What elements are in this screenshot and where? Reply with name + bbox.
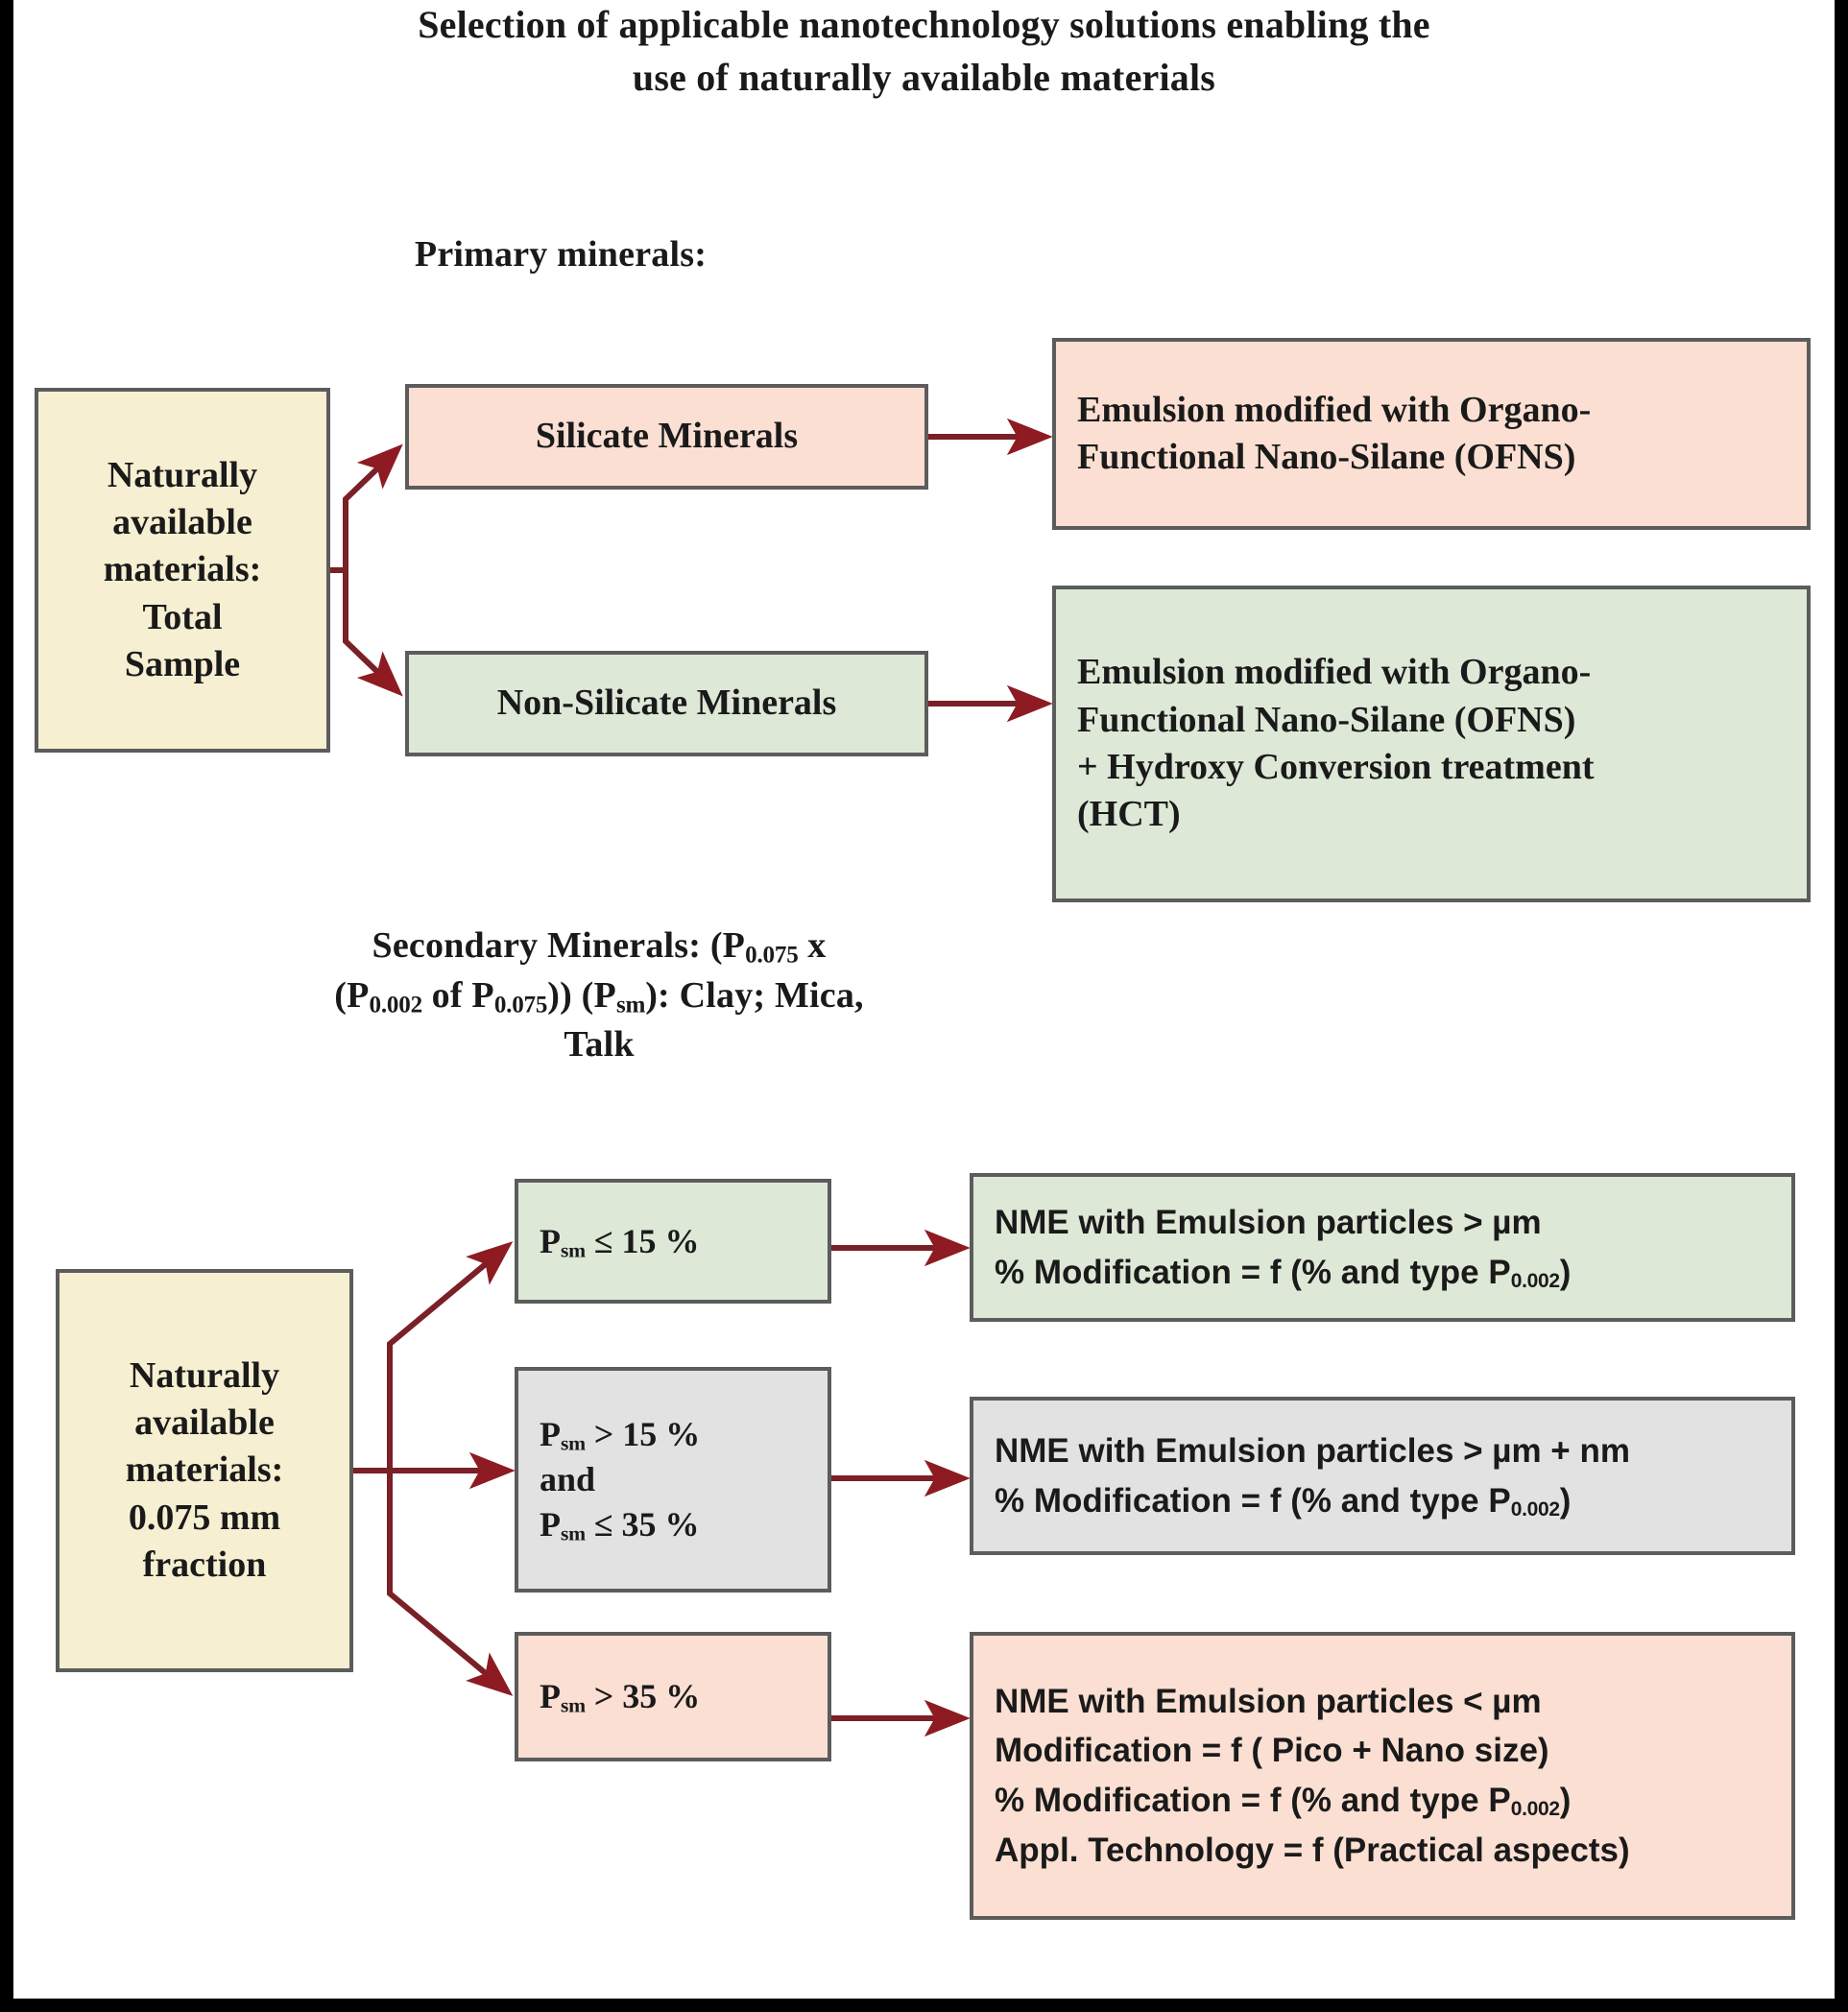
box-nme-lt-micron[interactable]: NME with Emulsion particles < µm Modific… <box>970 1632 1795 1920</box>
box-line: (HCT) <box>1077 794 1181 835</box>
box-line: Emulsion modified with Organo- <box>1077 389 1592 430</box>
result-line: % Modification = f (% and type P0.002) <box>995 1481 1572 1521</box>
result-line: Modification = f ( Pico + Nano size) <box>995 1732 1549 1770</box>
condition-line: Psm > 15 % <box>540 1415 701 1455</box>
condition-line: Psm > 35 % <box>540 1677 701 1717</box>
box-line: materials: <box>125 1449 284 1491</box>
title-line-1: Selection of applicable nanotechnology s… <box>418 3 1430 46</box>
box-condition-psm-15-to-35[interactable]: Psm > 15 % and Psm ≤ 35 % <box>515 1367 831 1593</box>
box-line: available <box>112 501 252 542</box>
box-naturally-available-0075-fraction[interactable]: Naturally available materials: 0.075 mm … <box>56 1269 353 1672</box>
page-title: Selection of applicable nanotechnology s… <box>13 0 1835 104</box>
box-line: Total <box>142 596 223 637</box>
box-line: available <box>134 1401 275 1443</box>
box-line: fraction <box>142 1545 267 1586</box>
box-condition-psm-le-15[interactable]: Psm ≤ 15 % <box>515 1179 831 1304</box>
result-line: NME with Emulsion particles > µm + nm <box>995 1431 1630 1470</box>
sec-l2-d: )) <box>547 974 572 1016</box>
box-line: + Hydroxy Conversion treatment <box>1077 747 1595 787</box>
result-line: NME with Emulsion particles < µm <box>995 1682 1542 1720</box>
box-line: Emulsion modified with Organo- <box>1077 652 1592 693</box>
box-emulsion-ofns[interactable]: Emulsion modified with Organo- Functiona… <box>1052 338 1811 530</box>
sec-l2-c: of P <box>421 974 494 1016</box>
box-condition-psm-gt-35[interactable]: Psm > 35 % <box>515 1632 831 1761</box>
secondary-label-line-1: Secondary Minerals: <box>372 925 702 966</box>
sec-l3-a: (P <box>581 974 616 1016</box>
box-nme-gt-micron-plus-nm[interactable]: NME with Emulsion particles > µm + nm % … <box>970 1397 1795 1555</box>
result-line: NME with Emulsion particles > µm <box>995 1203 1542 1241</box>
box-line: 0.075 mm <box>128 1497 281 1538</box>
box-line: materials: <box>103 549 262 590</box>
condition-line: Psm ≤ 35 % <box>540 1504 700 1545</box>
box-line: Functional Nano-Silane (OFNS) <box>1077 437 1576 477</box>
box-line: Functional Nano-Silane (OFNS) <box>1077 699 1576 740</box>
sec-l2-sub1: 0.075 <box>745 942 799 969</box>
box-line: Naturally <box>107 454 258 495</box>
secondary-label-line-2: (P0.075 x (P0.002 of P0.075)) <box>334 925 827 1018</box>
secondary-label-line-3: (Psm): Clay; Mica, Talk <box>564 975 863 1066</box>
box-line: Non-Silicate Minerals <box>496 683 837 724</box>
result-line: % Modification = f (% and type P0.002) <box>995 1782 1572 1821</box>
secondary-minerals-label: Secondary Minerals: (P0.075 x (P0.002 of… <box>330 922 868 1068</box>
box-silicate-minerals[interactable]: Silicate Minerals <box>405 384 928 490</box>
box-line: Sample <box>124 644 241 685</box>
box-line: Silicate Minerals <box>535 416 799 457</box>
condition-line: and <box>540 1460 596 1499</box>
box-emulsion-ofns-hct[interactable]: Emulsion modified with Organo- Functiona… <box>1052 586 1811 902</box>
result-line: Appl. Technology = f (Practical aspects) <box>995 1831 1630 1869</box>
box-nme-gt-micron[interactable]: NME with Emulsion particles > µm % Modif… <box>970 1173 1795 1322</box>
box-naturally-available-total-sample[interactable]: Naturally available materials: Total Sam… <box>35 388 330 753</box>
result-line: % Modification = f (% and type P0.002) <box>995 1253 1572 1292</box>
title-line-2: use of naturally available materials <box>632 56 1216 100</box>
sec-l3-sub: sm <box>615 992 646 1018</box>
box-line: Naturally <box>129 1354 280 1396</box>
sec-l2-sub3: 0.075 <box>493 992 548 1018</box>
sec-l2-b: x (P <box>334 925 827 1016</box>
sec-l3-b: ): Clay; Mica, Talk <box>564 974 864 1066</box>
sec-l2-a: (P <box>709 925 746 966</box>
sec-l2-sub2: 0.002 <box>369 992 423 1018</box>
primary-minerals-label: Primary minerals: <box>414 234 708 275</box>
box-non-silicate-minerals[interactable]: Non-Silicate Minerals <box>405 651 928 756</box>
condition-line: Psm ≤ 15 % <box>540 1221 700 1261</box>
